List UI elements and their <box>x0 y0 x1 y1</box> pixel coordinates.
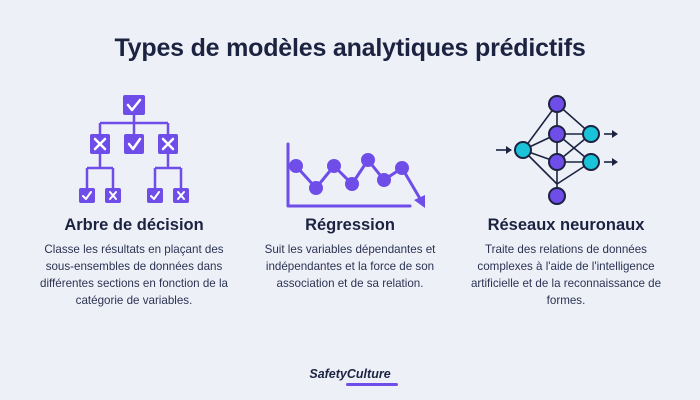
page-title: Types de modèles analytiques prédictifs <box>114 34 586 62</box>
model-title: Réseaux neuronaux <box>487 216 645 234</box>
model-description: Classe les résultats en plaçant des sous… <box>40 243 228 307</box>
model-card-neural-network: Réseaux neuronaux Traite des relations d… <box>466 92 666 309</box>
model-title: Régression <box>305 216 395 234</box>
model-description: Traite des relations de données complexe… <box>470 243 662 307</box>
safetyculture-logo: SafetyCulture <box>0 367 700 381</box>
neural-network-icon <box>466 92 666 210</box>
logo-underline <box>346 383 398 386</box>
decision-tree-icon <box>34 92 234 210</box>
regression-chart-icon <box>250 92 450 210</box>
model-title: Arbre de décision <box>64 216 204 234</box>
model-description: Suit les variables dépendantes et indépe… <box>264 243 436 290</box>
model-card-decision-tree: Arbre de décision Classe les résultats e… <box>34 92 234 309</box>
brand-culture: Culture <box>346 367 391 381</box>
model-card-regression: Régression Suit les variables dépendante… <box>250 92 450 292</box>
brand-safety: Safety <box>309 367 347 381</box>
